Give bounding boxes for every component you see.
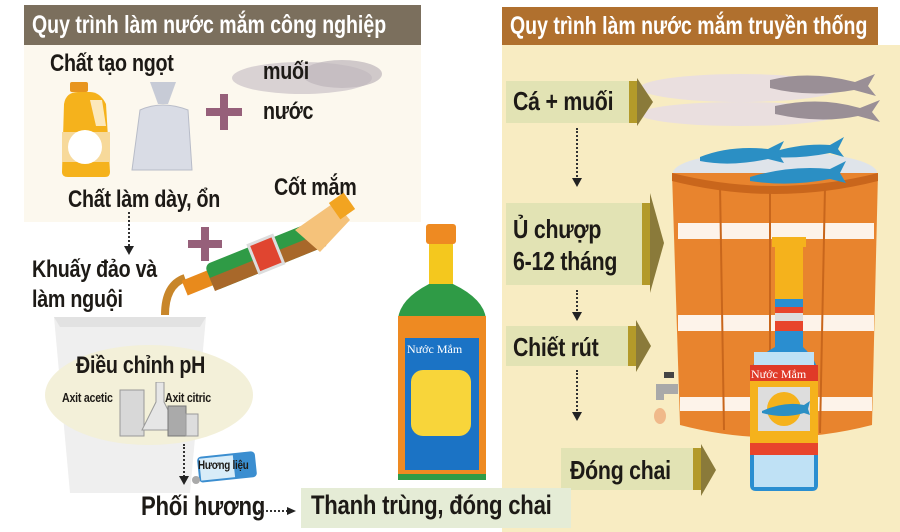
- flow-arrow: [576, 128, 578, 180]
- water-label: nước: [263, 98, 314, 125]
- jug-icon: [62, 82, 110, 177]
- flavor-label: Hương liệu: [198, 458, 249, 472]
- bottle-label-text: Nước Mắm: [407, 342, 463, 356]
- flow-arrow: [183, 444, 185, 480]
- ph-label: Điều chỉnh pH: [76, 352, 206, 379]
- lab-glassware-icon: [119, 382, 199, 437]
- thickener-label: Chất làm dày, ổn: [68, 186, 221, 213]
- fish-sauce-bottle-icon: [398, 224, 486, 480]
- plus-icon: [220, 94, 228, 130]
- flow-arrow: [576, 290, 578, 314]
- tap-icon: [654, 372, 678, 424]
- flavor-mix-label: Phối hương: [141, 491, 266, 521]
- step-ferment-label-2: 6-12 tháng: [513, 246, 618, 276]
- step-extract-label: Chiết rút: [513, 332, 599, 362]
- salted-fish-icon: [640, 74, 880, 126]
- step-ferment: [506, 203, 650, 285]
- step-arrow-icon: [701, 444, 716, 496]
- arrow-head-icon: [124, 246, 134, 255]
- plus-icon: [201, 227, 209, 261]
- arrow-head-icon: [572, 312, 582, 321]
- pouring-bottle-icon: [161, 192, 356, 316]
- sugar-bag-icon: [131, 82, 193, 171]
- final-step-box: [301, 488, 571, 528]
- stir-label-2: làm nguội: [32, 286, 123, 313]
- salt-icon: [232, 60, 382, 94]
- acid-acetic-label: Axit acetic: [62, 390, 113, 405]
- arrow-head-icon: [287, 507, 296, 515]
- blue-bottle-icon: [750, 237, 818, 491]
- step-fish-salt: [506, 81, 637, 123]
- final-step-label: Thanh trùng, đóng chai: [311, 490, 552, 520]
- arrow-head-icon: [572, 178, 582, 187]
- acid-citric-label: Axit citric: [165, 390, 211, 405]
- step-arrow-icon: [636, 320, 651, 372]
- step-bottle-label: Đóng chai: [570, 455, 671, 485]
- flow-arrow: [258, 510, 288, 512]
- step-ferment-label-1: Ủ chượp: [513, 214, 602, 244]
- flow-arrow: [576, 370, 578, 414]
- flow-arrow: [128, 212, 130, 250]
- step-extract: [506, 326, 636, 366]
- sweetener-label: Chất tạo ngọt: [50, 50, 174, 77]
- salt-label: muối: [263, 58, 310, 85]
- arrow-head-icon: [572, 412, 582, 421]
- blue-bottle-label-text: Nước Mắm: [751, 367, 807, 381]
- ph-ellipse: [45, 345, 253, 445]
- step-fish-salt-label: Cá + muối: [513, 86, 614, 116]
- traditional-title: Quy trình làm nước mắm truyền thống: [502, 7, 878, 45]
- step-bottle: [561, 448, 701, 490]
- industrial-title: Quy trình làm nước mắm công nghiệp: [24, 5, 421, 45]
- step-arrow-icon: [637, 78, 653, 126]
- flavor-bottle-icon: [192, 451, 257, 484]
- stir-label-1: Khuấy đảo và: [32, 256, 158, 283]
- arrow-head-icon: [179, 476, 189, 485]
- step-arrow-icon: [650, 193, 664, 293]
